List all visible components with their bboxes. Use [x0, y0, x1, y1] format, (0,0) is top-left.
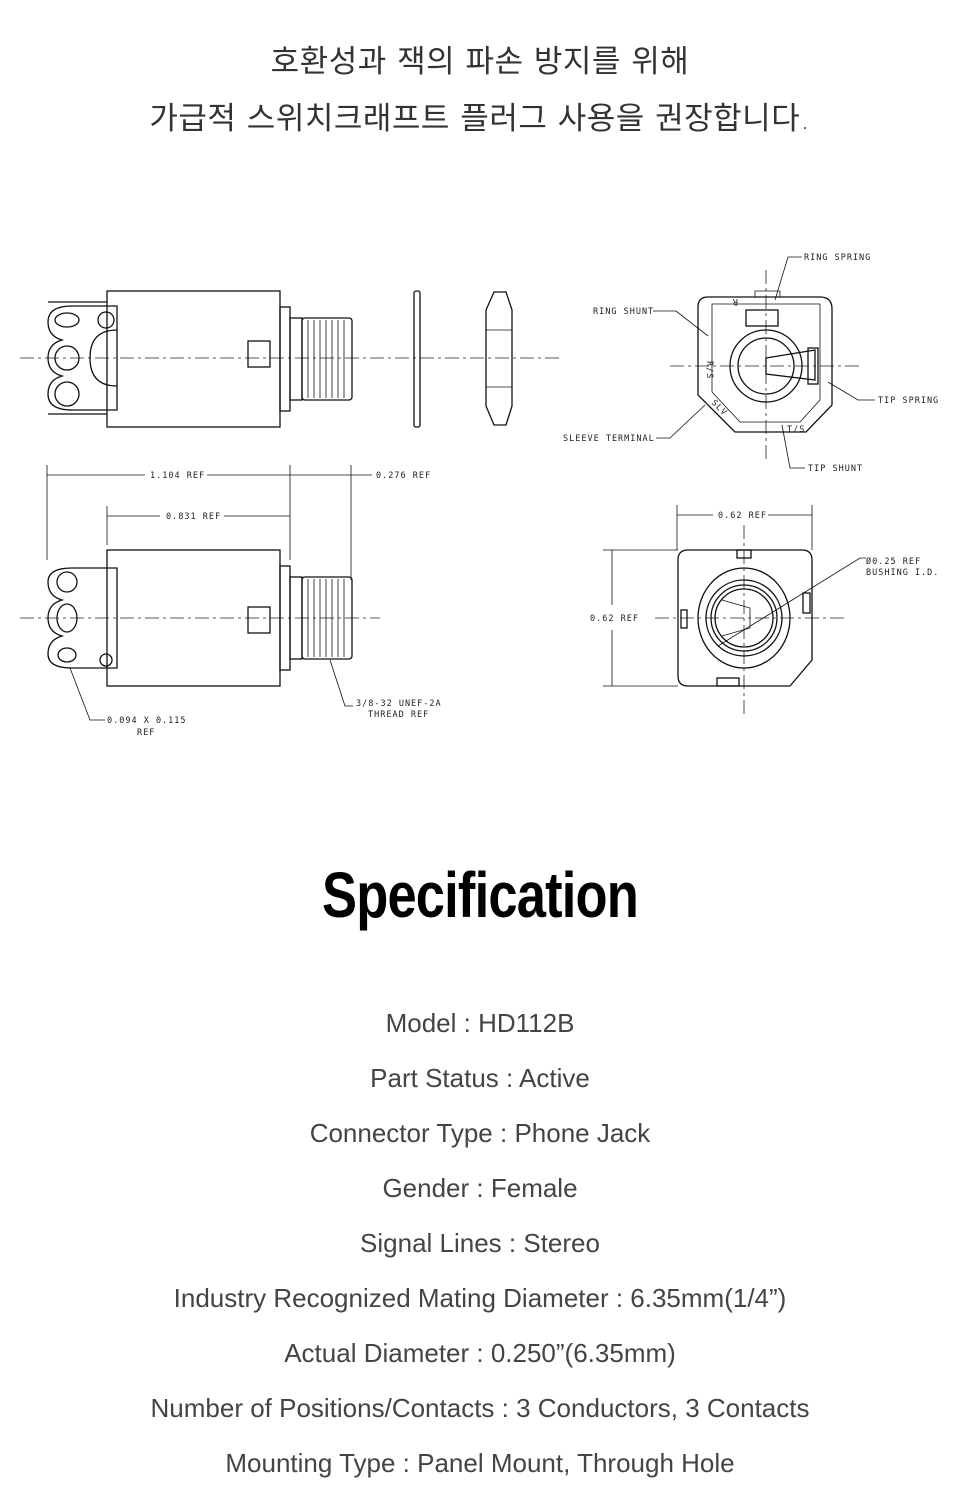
notice-line-1: 호환성과 잭의 파손 방지를 위해 — [270, 44, 690, 80]
spec-part-status: Part Status : Active — [370, 1063, 590, 1093]
ring-spring-label: RING SPRING — [804, 253, 871, 263]
lug-label-1: 0.094 X 0.115 — [107, 716, 187, 726]
side-view-top — [20, 290, 560, 428]
spec-connector-type: Connector Type : Phone Jack — [309, 1118, 651, 1148]
rear-view — [670, 270, 860, 460]
dim-1104-label: 1.104 REF — [150, 471, 205, 481]
thread-label-1: 3/8-32 UNEF-2A — [356, 699, 442, 709]
tip-shunt-label: TIP SHUNT — [808, 464, 863, 474]
dimensions-top — [46, 465, 372, 580]
side-view-bottom — [20, 549, 380, 721]
tip-spring-label: TIP SPRING — [878, 396, 939, 406]
mark-slv: SLV — [709, 398, 729, 418]
spec-mating-diameter: Industry Recognized Mating Diameter : 6.… — [173, 1283, 787, 1313]
spec-mounting-type: Mounting Type : Panel Mount, Through Hol… — [225, 1448, 735, 1478]
mark-ts: T/S — [787, 425, 805, 435]
spec-actual-diameter: Actual Diameter : 0.250”(6.35mm) — [284, 1338, 676, 1368]
bushing-label-2: BUSHING I.D. — [866, 568, 939, 578]
mark-r: R — [732, 296, 738, 306]
spec-model: Model : HD112B — [385, 1008, 575, 1038]
notice-line-2: 가급적 스위치크래프트 플러그 사용을 권장합니다. — [149, 101, 811, 137]
callout-lines — [653, 256, 875, 469]
lug-label-2: REF — [137, 728, 155, 738]
technical-drawing: 1.104 REF 0.276 REF 0.831 REF 3/8-32 UNE… — [20, 253, 939, 738]
dimensions-front — [603, 505, 813, 687]
spec-gender: Gender : Female — [382, 1173, 578, 1203]
ring-shunt-label: RING SHUNT — [593, 307, 654, 317]
bushing-label-1: Ø0.25 REF — [866, 556, 921, 567]
thread-label-2: THREAD REF — [368, 710, 429, 720]
mark-rs: R/S — [704, 361, 714, 379]
dim-0831-label: 0.831 REF — [166, 512, 221, 522]
spec-signal-lines: Signal Lines : Stereo — [360, 1228, 600, 1258]
front-view — [655, 525, 866, 715]
sleeve-terminal-label: SLEEVE TERMINAL — [563, 434, 655, 444]
specification-title: Specification — [322, 859, 639, 931]
dim-062-height-label: 0.62 REF — [590, 614, 639, 624]
dim-0276-label: 0.276 REF — [376, 471, 431, 481]
dim-062-width-label: 0.62 REF — [718, 511, 767, 521]
spec-positions-contacts: Number of Positions/Contacts : 3 Conduct… — [150, 1393, 810, 1423]
